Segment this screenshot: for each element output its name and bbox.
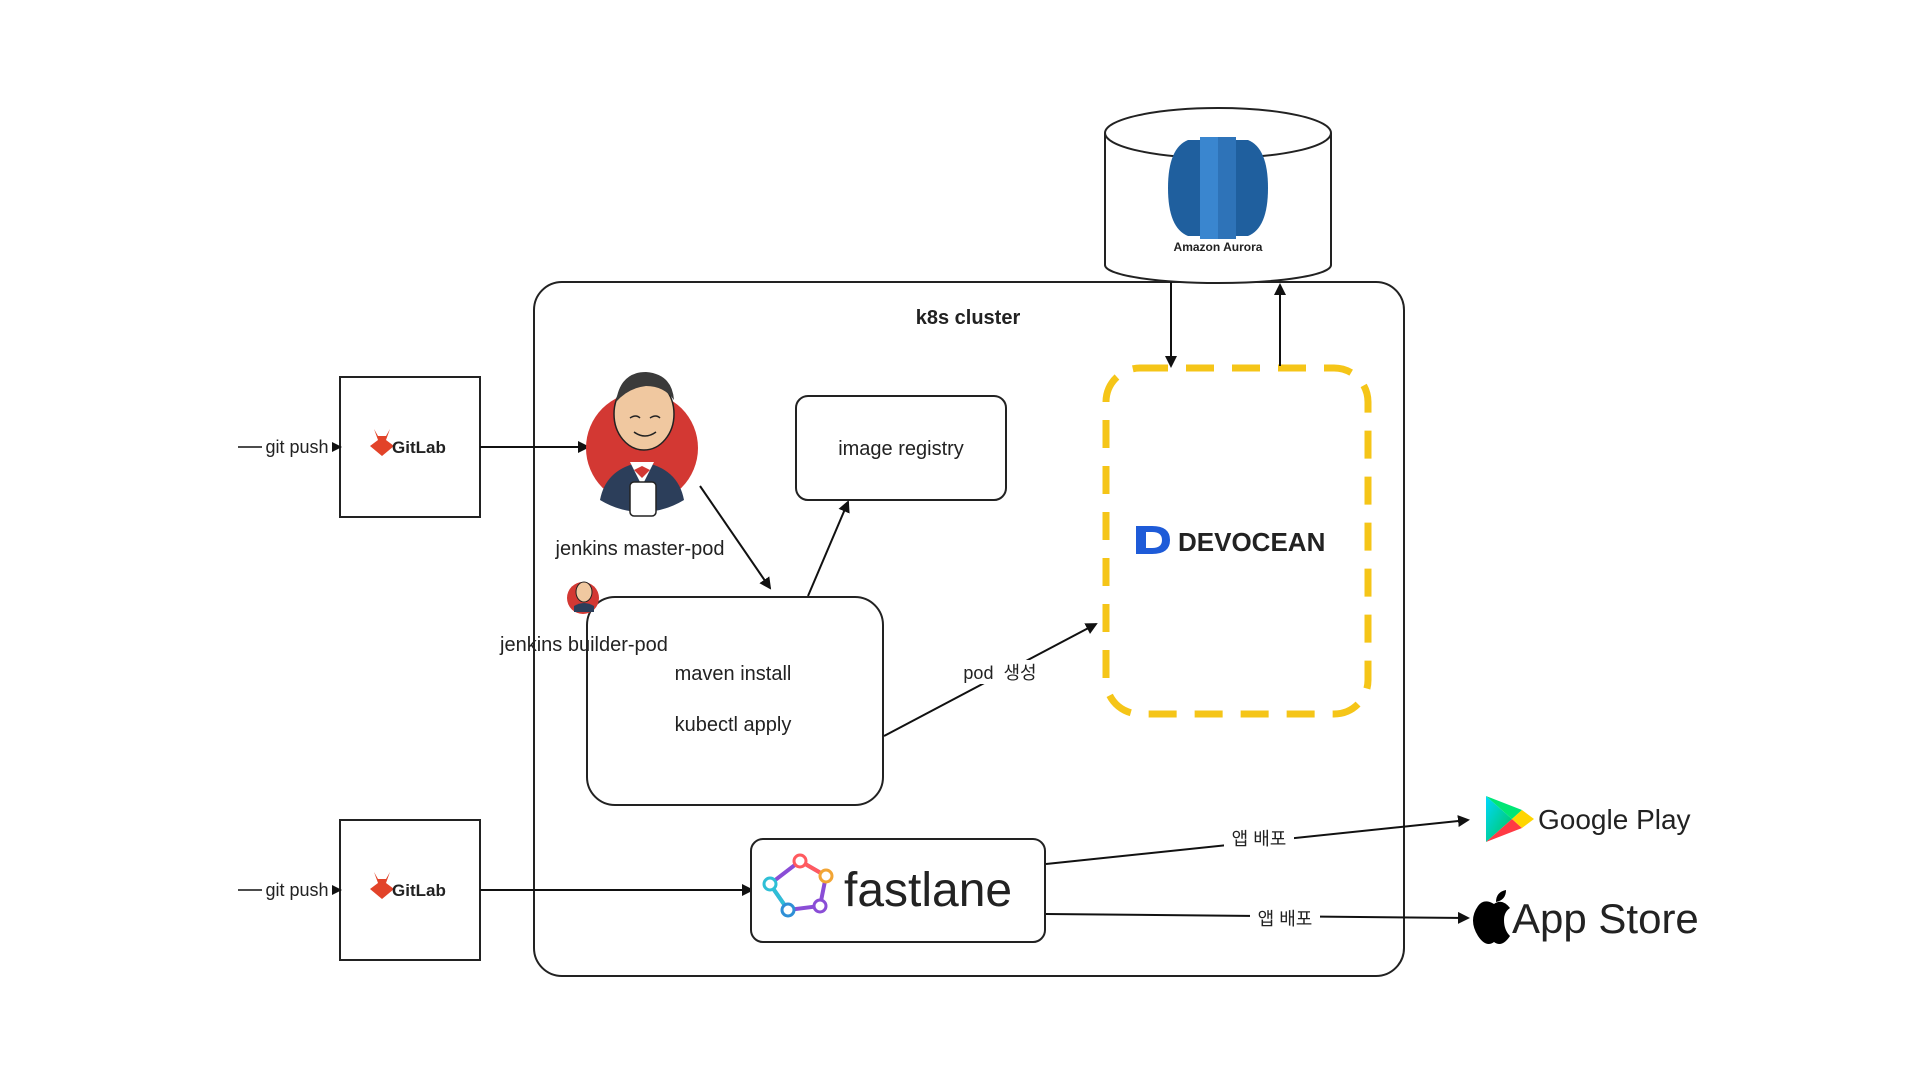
image-registry-label: image registry <box>838 438 964 460</box>
pod-create-label: pod 생성 <box>963 663 1036 683</box>
devocean-pod-box <box>1102 364 1372 718</box>
gitlab-logo-top: GitLab <box>370 429 446 457</box>
builder-to-registry-arrow <box>807 500 850 597</box>
jenkins-builder-label: jenkins builder-pod <box>499 634 668 656</box>
builder-step-maven: maven install <box>675 663 792 685</box>
builder-step-kubectl: kubectl apply <box>675 714 792 736</box>
gitlab-icon <box>370 872 394 899</box>
amazon-aurora-database: Amazon Aurora <box>1104 107 1332 284</box>
gitlab-box-top <box>339 376 481 518</box>
devocean-logo: DEVOCEAN <box>1136 526 1325 557</box>
app-store-label: App Store <box>1512 895 1699 942</box>
master-to-builder-arrow <box>699 485 772 590</box>
image-registry-box <box>795 395 1007 501</box>
fastlane-icon <box>762 853 834 918</box>
jenkins-builder-icon <box>567 581 599 614</box>
apple-icon <box>1473 890 1510 944</box>
aurora-icon <box>1168 137 1268 239</box>
devocean-label: DEVOCEAN <box>1178 527 1325 557</box>
google-play-label: Google Play <box>1538 804 1691 835</box>
k8s-cluster-container <box>533 281 1405 977</box>
google-play-logo: Google Play <box>1486 796 1691 842</box>
fastlane-box <box>750 838 1046 943</box>
fastlane-label: fastlane <box>844 864 1012 917</box>
app-store-logo: App Store <box>1473 890 1699 944</box>
deploy-google-label: 앱 배포 <box>1232 829 1287 849</box>
jenkins-builder-pod-box <box>586 596 884 806</box>
gitlab-logo-bottom: GitLab <box>370 872 446 900</box>
aurora-label: Amazon Aurora <box>1174 240 1263 254</box>
deploy-apple-label: 앱 배포 <box>1258 909 1313 929</box>
devocean-icon <box>1136 526 1146 554</box>
gitlab-icon <box>370 429 394 456</box>
google-play-icon <box>1486 796 1534 842</box>
git-push-label-top: git push <box>265 437 328 457</box>
jenkins-master-label: jenkins master-pod <box>555 538 725 560</box>
gitlab-label-bottom: GitLab <box>392 881 446 900</box>
jenkins-master-icon <box>586 372 698 517</box>
git-push-label-bottom: git push <box>265 880 328 900</box>
k8s-cluster-title: k8s cluster <box>916 307 1021 329</box>
gitlab-box-bottom <box>339 819 481 961</box>
gitlab-label-top: GitLab <box>392 438 446 457</box>
